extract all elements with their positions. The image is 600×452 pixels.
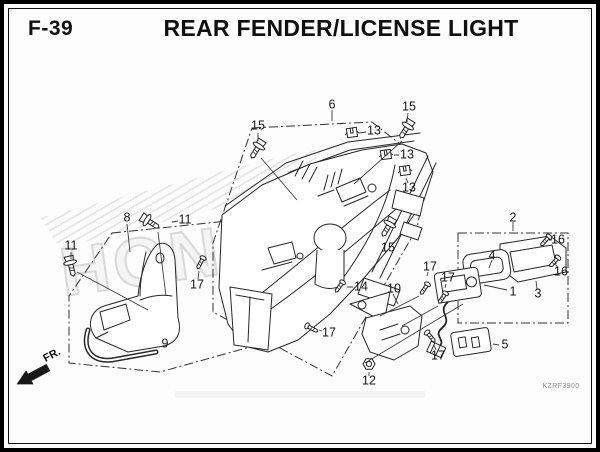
part-number-label: 2 bbox=[510, 210, 517, 224]
page-header: F-39 REAR FENDER/LICENSE LIGHT bbox=[0, 15, 600, 49]
part-number-label: 12 bbox=[362, 373, 376, 387]
rear-fender-art bbox=[218, 132, 437, 353]
part-number-label: 17 bbox=[441, 270, 455, 284]
part-number-label: 11 bbox=[65, 238, 78, 252]
bolt-15-art bbox=[245, 136, 269, 162]
screw-17-art bbox=[417, 280, 432, 297]
fr-arrow: FR. bbox=[16, 346, 63, 385]
part-number-label: 13 bbox=[400, 147, 414, 161]
part-number-label: 17 bbox=[431, 348, 445, 362]
part-number-label: 3 bbox=[535, 286, 542, 300]
part-number-label: 15 bbox=[402, 99, 416, 113]
part-number-label: 13 bbox=[367, 123, 381, 137]
license-light-art bbox=[426, 235, 567, 359]
clip-13-art bbox=[343, 126, 360, 139]
part-number-label: 11 bbox=[179, 212, 192, 226]
page-code: F-39 bbox=[28, 17, 74, 40]
part-number-label: 1 bbox=[510, 284, 517, 298]
part-number-label: 5 bbox=[502, 337, 509, 351]
inner-fender-art bbox=[83, 242, 180, 363]
part-number-label: 17 bbox=[322, 325, 336, 339]
part-number-label: 15 bbox=[251, 118, 265, 132]
part-number-label: 8 bbox=[124, 210, 131, 224]
fr-arrow-icon bbox=[16, 363, 51, 385]
part-number-label: 17 bbox=[190, 277, 204, 291]
part-number-label: 4 bbox=[489, 248, 496, 262]
page-title: REAR FENDER/LICENSE LIGHT bbox=[163, 15, 519, 41]
diagram-code: KZRF3900 bbox=[542, 383, 579, 390]
part-number-label: 10 bbox=[387, 281, 401, 295]
bolt-15-art bbox=[394, 116, 418, 142]
part-number-label: 6 bbox=[329, 97, 336, 111]
bracket-art bbox=[349, 291, 423, 370]
fr-label: FR. bbox=[41, 346, 62, 365]
part-number-label: 17 bbox=[423, 259, 437, 273]
leader-lines bbox=[70, 110, 559, 376]
screw-17-art bbox=[422, 328, 438, 345]
part-number-label: 14 bbox=[354, 279, 368, 293]
part-number-label: 16 bbox=[554, 264, 568, 278]
part-number-label: 13 bbox=[402, 180, 416, 194]
part-number-label: 15 bbox=[381, 240, 395, 254]
part-number-label: 16 bbox=[551, 232, 565, 246]
part-number-label: 9 bbox=[162, 336, 169, 350]
